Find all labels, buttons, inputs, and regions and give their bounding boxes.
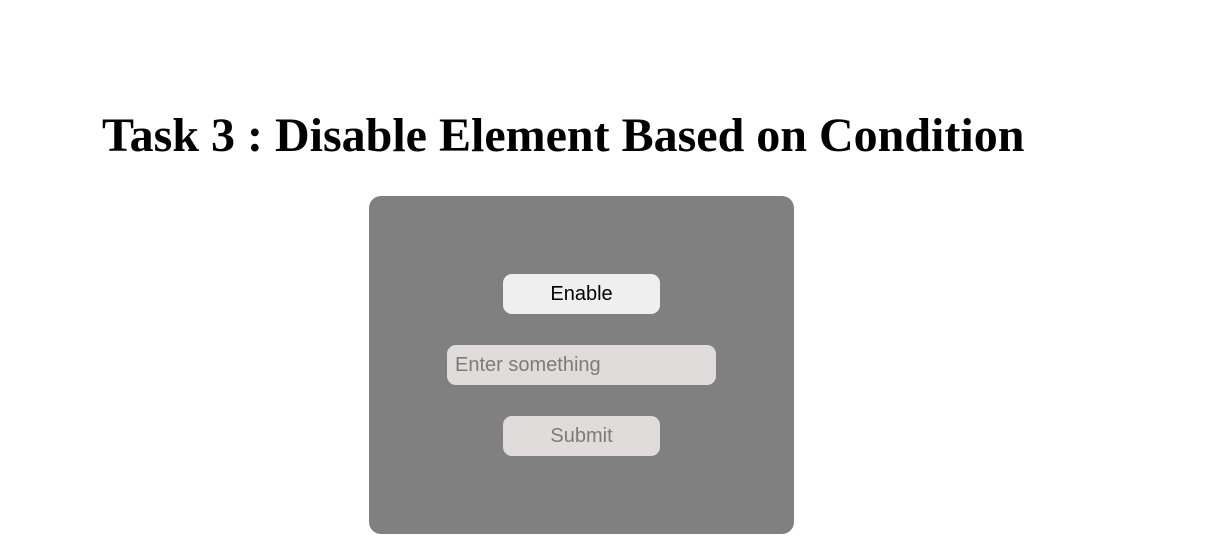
text-input[interactable] bbox=[447, 345, 716, 385]
form-panel: Enable Submit bbox=[369, 196, 794, 534]
page-title: Task 3 : Disable Element Based on Condit… bbox=[102, 109, 1025, 162]
submit-button[interactable]: Submit bbox=[503, 416, 660, 456]
enable-button[interactable]: Enable bbox=[503, 274, 660, 314]
